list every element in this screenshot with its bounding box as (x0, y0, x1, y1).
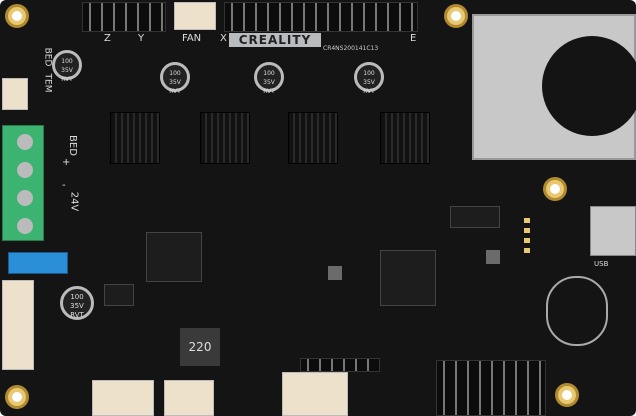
component (486, 250, 500, 264)
label-e: E (410, 33, 417, 44)
capacitor: 100 35V RVT (160, 62, 190, 95)
bed-temp-connector (2, 78, 28, 110)
blade-fuse (8, 252, 68, 274)
crystal-outline (546, 276, 608, 346)
bottom-connector (92, 380, 154, 416)
microcontroller (380, 250, 436, 306)
label-usb: USB (594, 260, 609, 268)
voltage-regulator (146, 232, 202, 282)
sd-card-slot[interactable] (472, 14, 636, 160)
mounting-hole (543, 177, 567, 201)
usb-c-port[interactable] (590, 206, 636, 256)
label-minus: - (62, 180, 66, 191)
capacitor: 100 35V RVT (60, 286, 94, 320)
label-24v: 24V (68, 191, 80, 212)
creality-logo: CREALITY (229, 33, 321, 47)
label-tem: TEM (42, 73, 53, 93)
header-connector (82, 2, 166, 32)
inductor: 220 (180, 328, 220, 366)
label-fan: FAN (182, 33, 202, 44)
mounting-hole (5, 385, 29, 409)
label-plus: + (62, 157, 71, 168)
bottom-connector (282, 372, 348, 416)
driver-heatsink-z (288, 112, 338, 164)
pin-header (300, 358, 380, 372)
capacitor: 100 35V RVT (354, 62, 384, 95)
driver-heatsink-y (200, 112, 250, 164)
mounting-hole (5, 4, 29, 28)
mounting-hole (555, 383, 579, 407)
label-z: Z (104, 33, 111, 44)
header-connector (224, 2, 418, 32)
model-code: CR4NS200141C13 (323, 45, 379, 52)
bottom-connector (164, 380, 214, 416)
label-bed-power: BED (66, 135, 78, 156)
component (328, 266, 342, 280)
fan-connector (174, 2, 216, 30)
label-y: Y (138, 33, 145, 44)
pin-pads (524, 218, 530, 254)
label-x: X (220, 33, 227, 44)
chip (104, 284, 134, 306)
mounting-hole (444, 4, 468, 28)
side-connector (2, 280, 34, 370)
capacitor: 100 35V RVT (254, 62, 284, 95)
exp-header (436, 360, 546, 416)
driver-heatsink-e (380, 112, 430, 164)
capacitor: 100 35V RVT (52, 50, 82, 83)
driver-heatsink-x (110, 112, 160, 164)
power-terminal-block (2, 125, 44, 241)
label-bed: BED (42, 47, 53, 67)
chip (450, 206, 500, 228)
